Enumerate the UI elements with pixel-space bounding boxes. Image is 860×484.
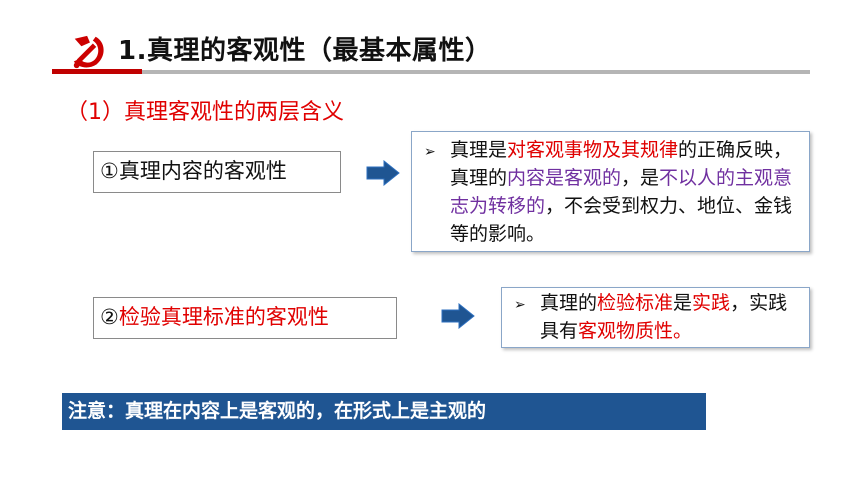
standard-objectivity-label: ②检验真理标准的客观性: [93, 297, 397, 339]
label-text: 检验真理标准的客观性: [118, 305, 329, 329]
desc-text: ，实践具有: [540, 292, 788, 342]
right-arrow-icon: [366, 160, 400, 186]
desc-text: 真理是: [450, 139, 508, 161]
section-subtitle: （1）真理客观性的两层含义: [66, 100, 344, 125]
desc-text: ，是: [621, 167, 660, 189]
desc-text: ，不会受到权力、地位、金钱等的影响。: [450, 195, 793, 245]
bullet-arrowhead-icon: ➢: [514, 297, 526, 313]
content-objectivity-description: ➢ 真理是对客观事物及其规律的正确反映，真理的内容是客观的，是不以人的主观意志为…: [411, 131, 810, 252]
title-underline: [142, 70, 810, 74]
page-title: 1.真理的客观性（最基本属性）: [118, 36, 492, 66]
desc-highlight: 内容是客观的: [507, 167, 622, 189]
note-banner: 注意：真理在内容上是客观的，在形式上是主观的: [62, 393, 706, 430]
desc-highlight: 对客观事物及其规律: [507, 139, 679, 161]
desc-text: 真理的: [540, 292, 598, 314]
content-objectivity-label: ①真理内容的客观性: [93, 151, 341, 193]
bullet-arrowhead-icon: ➢: [424, 144, 436, 160]
desc-text: 的正确反映，真理的: [450, 139, 793, 189]
party-emblem-icon: [73, 35, 104, 69]
standard-objectivity-description: ➢ 真理的检验标准是实践，实践具有客观物质性。: [501, 287, 810, 348]
label-number: ②: [100, 305, 119, 329]
desc-highlight: 不以人的主观意志为转移的: [450, 167, 793, 217]
desc-text: 是: [673, 292, 693, 314]
desc-highlight: 实践: [692, 292, 731, 314]
title-underline-accent: [52, 69, 142, 74]
desc-highlight: 检验标准: [597, 292, 674, 314]
right-arrow-icon: [441, 303, 475, 329]
desc-highlight: 客观物质性。: [578, 320, 693, 342]
